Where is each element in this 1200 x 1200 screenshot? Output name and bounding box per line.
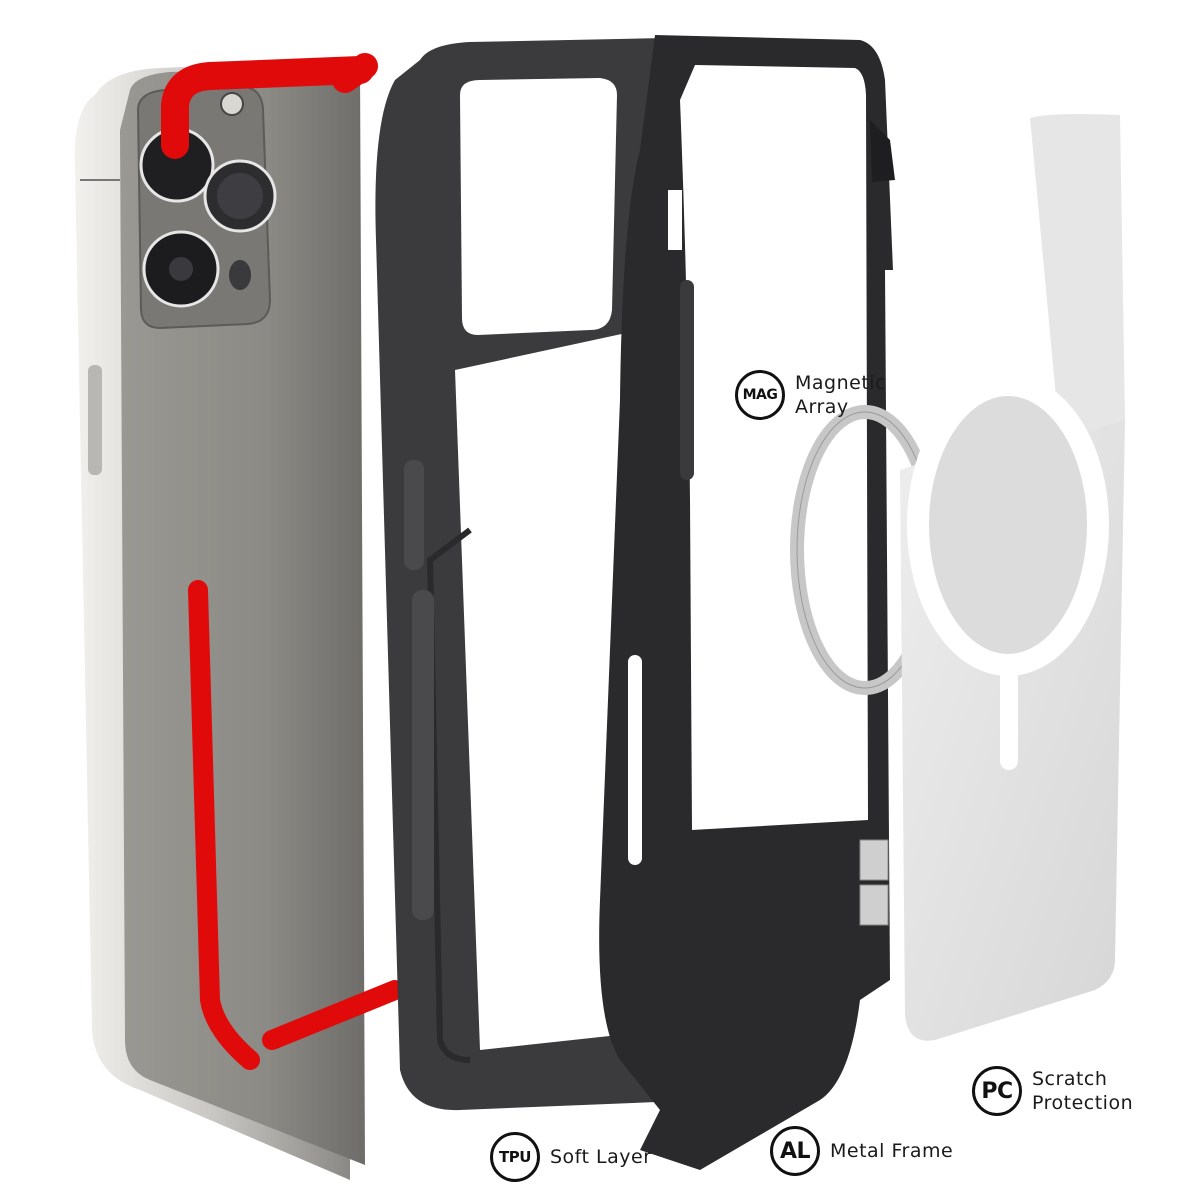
callout-magnetic-array: MAG Magnetic Array bbox=[735, 370, 886, 420]
pc-back-panel bbox=[859, 114, 1125, 1041]
al-metal-frame bbox=[599, 35, 895, 1170]
tpu-badge-icon: TPU bbox=[490, 1132, 540, 1182]
callout-soft-layer: TPU Soft Layer bbox=[490, 1132, 652, 1182]
al-badge-icon: AL bbox=[770, 1126, 820, 1176]
callout-label: Scratch Protection bbox=[1032, 1068, 1134, 1114]
pc-badge-icon: PC bbox=[972, 1066, 1022, 1116]
camera-module bbox=[136, 84, 277, 330]
callout-label: Metal Frame bbox=[830, 1140, 954, 1162]
mag-badge-icon: MAG bbox=[735, 370, 785, 420]
callout-scratch-protection: PC Scratch Protection bbox=[972, 1066, 1133, 1116]
callout-label: Magnetic Array bbox=[795, 372, 887, 418]
callout-metal-frame: AL Metal Frame bbox=[770, 1126, 953, 1176]
callout-label: Soft Layer bbox=[550, 1146, 652, 1168]
phone bbox=[74, 60, 365, 1180]
